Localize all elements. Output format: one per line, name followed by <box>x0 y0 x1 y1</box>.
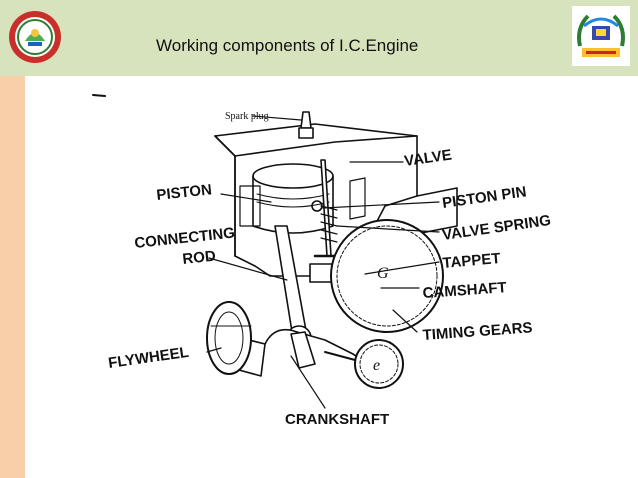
header-bar <box>0 0 638 76</box>
label-spark-plug: Spark plug <box>225 111 269 122</box>
cam-gear <box>330 219 444 333</box>
institute-emblem-icon <box>572 6 630 66</box>
label-piston-pin: PISTON PIN <box>441 183 527 212</box>
label-flywheel: FLYWHEEL <box>107 344 190 372</box>
university-seal-icon <box>8 9 62 65</box>
label-connecting: CONNECTING <box>134 225 236 252</box>
spark-plug <box>298 111 314 139</box>
leader-lines <box>206 115 440 409</box>
label-tappet: TAPPET <box>442 250 501 272</box>
label-rod: ROD <box>182 248 217 268</box>
label-crankshaft: CRANKSHAFT <box>285 411 389 428</box>
label-valve: VALVE <box>403 146 453 169</box>
label-timing-gears: TIMING GEARS <box>422 319 533 344</box>
crank-gear <box>354 339 404 389</box>
crankshaft <box>238 328 364 377</box>
cam-gear-letter: G <box>377 265 389 282</box>
label-camshaft: CAMSHAFT <box>422 279 507 302</box>
page-title: Working components of I.C.Engine <box>156 36 419 55</box>
crank-gear-letter: e <box>373 357 380 374</box>
side-strip <box>0 76 25 478</box>
label-piston: PISTON <box>156 181 213 204</box>
engine-diagram: Spark plug VALVE PISTON PISTON PIN CONNE… <box>25 76 638 478</box>
label-valve-spring: VALVE SPRING <box>441 212 552 244</box>
piston <box>252 163 334 234</box>
flywheel <box>206 301 252 375</box>
